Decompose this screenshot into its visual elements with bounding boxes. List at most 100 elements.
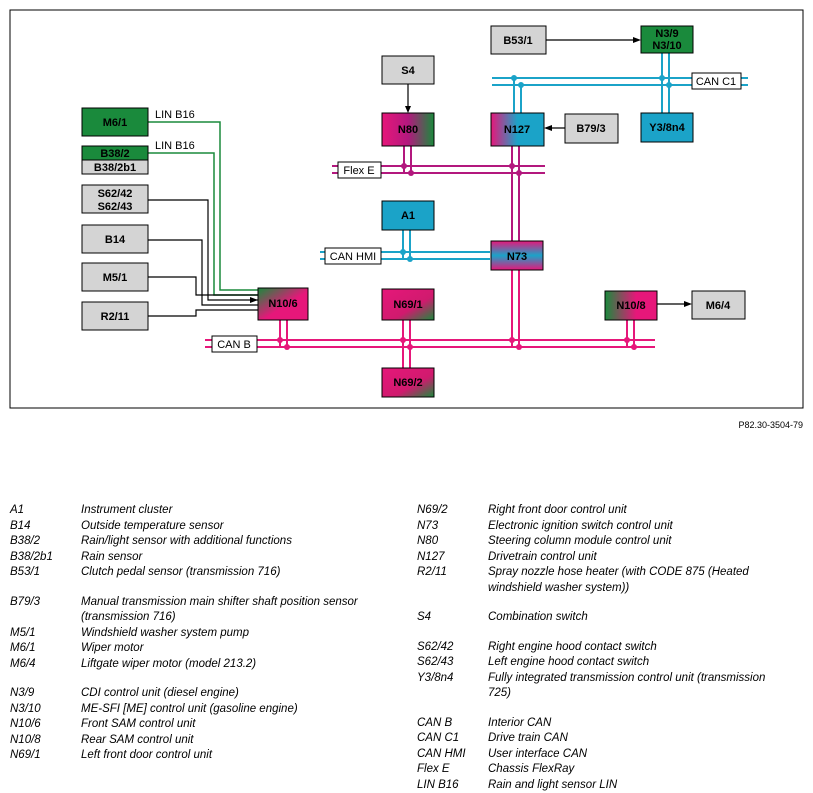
legend-description: Combination switch: [488, 610, 788, 626]
legend-description: Front SAM control unit: [81, 717, 396, 733]
legend-code: B38/2b1: [10, 550, 81, 566]
legend-code: CAN HMI: [417, 747, 488, 763]
component-s4: S4: [382, 56, 434, 84]
legend-description: Windshield washer system pump: [81, 626, 396, 642]
component-b38-2: B38/2 B38/2b1: [82, 146, 148, 174]
legend-code: B14: [10, 519, 81, 535]
svg-text:N3/10: N3/10: [652, 40, 681, 52]
svg-text:N3/9: N3/9: [655, 28, 678, 40]
legend-code: S62/43: [417, 655, 488, 671]
component-n80: N80: [382, 113, 434, 146]
component-n10-6: N10/6: [258, 288, 308, 320]
legend-description: Spray nozzle hose heater (with CODE 875 …: [488, 565, 788, 596]
svg-text:R2/11: R2/11: [101, 311, 130, 323]
legend-description: Electronic ignition switch control unit: [488, 519, 788, 535]
component-n10-8: N10/8: [605, 291, 657, 320]
svg-text:Flex E: Flex E: [343, 165, 374, 177]
component-m6-1: M6/1: [82, 108, 148, 136]
legend-description: Liftgate wiper motor (model 213.2): [81, 657, 396, 673]
legend-description: ME-SFI [ME] control unit (gasoline engin…: [81, 702, 396, 718]
component-y3-8n4: Y3/8n4: [641, 113, 693, 142]
component-n3-9-n3-10: N3/9 N3/10: [641, 26, 693, 53]
legend-code: B79/3: [10, 595, 81, 626]
component-n73: N73: [491, 241, 543, 270]
lin-label-1: LIN B16: [155, 109, 195, 121]
legend-description: Drivetrain control unit: [488, 550, 788, 566]
svg-text:N10/8: N10/8: [616, 300, 645, 312]
legend-code: R2/11: [417, 565, 488, 596]
wiring-diagram: CAN C1 Flex E CAN HMI CAN B LIN B16 LIN …: [0, 0, 813, 420]
legend-code: B53/1: [10, 565, 81, 581]
legend-description: Steering column module control unit: [488, 534, 788, 550]
legend-description: Clutch pedal sensor (transmission 716): [81, 565, 396, 581]
legend-code: N80: [417, 534, 488, 550]
legend-code: N3/9: [10, 686, 81, 702]
legend-description: Outside temperature sensor: [81, 519, 396, 535]
component-b53-1: B53/1: [491, 26, 546, 54]
component-a1: A1: [382, 201, 434, 230]
svg-text:N80: N80: [398, 124, 418, 136]
svg-text:CAN C1: CAN C1: [696, 76, 736, 88]
legend-description: Instrument cluster: [81, 503, 396, 519]
legend-description: Manual transmission main shifter shaft p…: [81, 595, 396, 626]
legend-code: N3/10: [10, 702, 81, 718]
legend-code: CAN B: [417, 716, 488, 732]
svg-text:B38/2: B38/2: [100, 148, 129, 160]
legend-description: Right engine hood contact switch: [488, 640, 788, 656]
component-n69-2: N69/2: [382, 368, 434, 397]
component-n127: N127: [491, 113, 544, 146]
legend-description: Rain sensor: [81, 550, 396, 566]
component-m6-4: M6/4: [692, 291, 745, 319]
legend-code: M6/1: [10, 641, 81, 657]
svg-text:N69/1: N69/1: [393, 299, 422, 311]
legend-description: Right front door control unit: [488, 503, 788, 519]
legend-description: Rain and light sensor LIN: [488, 778, 788, 793]
svg-text:A1: A1: [401, 210, 415, 222]
svg-text:M5/1: M5/1: [103, 272, 127, 284]
bus-label-flex-e: Flex E: [338, 162, 381, 178]
svg-text:B14: B14: [105, 234, 126, 246]
legend-code: N127: [417, 550, 488, 566]
svg-text:B79/3: B79/3: [576, 123, 605, 135]
legend-description: CDI control unit (diesel engine): [81, 686, 396, 702]
bus-label-can-hmi: CAN HMI: [325, 248, 381, 264]
svg-text:B53/1: B53/1: [503, 35, 532, 47]
legend-code: N10/6: [10, 717, 81, 733]
legend-code: LIN B16: [417, 778, 488, 793]
legend-code: N69/2: [417, 503, 488, 519]
svg-text:B38/2b1: B38/2b1: [94, 162, 136, 174]
component-m5-1: M5/1: [82, 263, 148, 291]
legend-code: N10/8: [10, 733, 81, 749]
legend-code: S4: [417, 610, 488, 626]
document-id: P82.30-3504-79: [700, 420, 803, 430]
component-s62: S62/42 S62/43: [82, 185, 148, 213]
bus-label-can-b: CAN B: [212, 336, 257, 352]
legend-code: N73: [417, 519, 488, 535]
svg-text:CAN HMI: CAN HMI: [330, 251, 376, 263]
svg-text:N69/2: N69/2: [393, 377, 422, 389]
lin-label-2: LIN B16: [155, 140, 195, 152]
svg-text:CAN B: CAN B: [217, 339, 251, 351]
svg-text:M6/1: M6/1: [103, 117, 127, 129]
